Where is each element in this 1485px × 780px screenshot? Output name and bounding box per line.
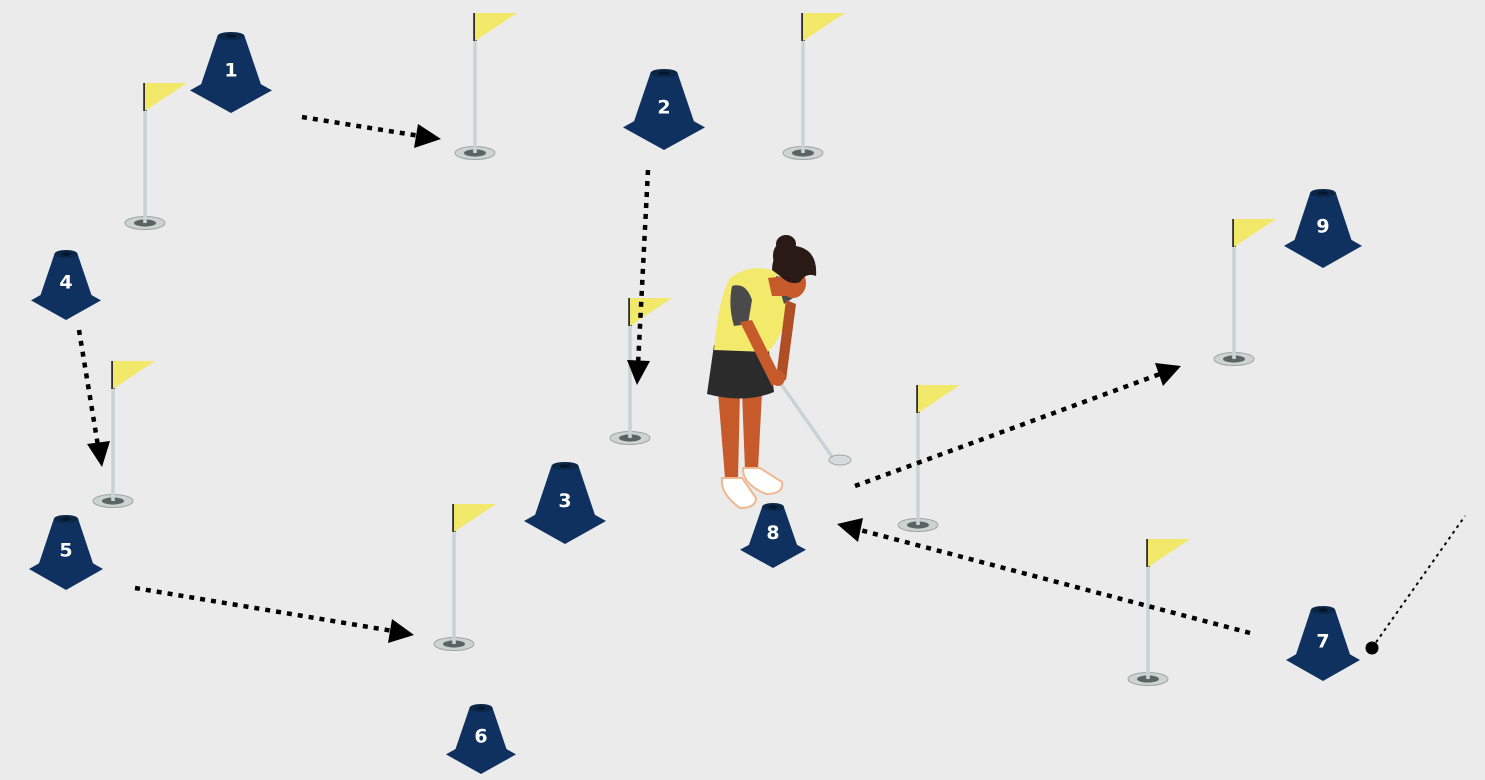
cone-6: 6 <box>446 704 516 774</box>
start-point-dot <box>1366 642 1379 655</box>
arrow-4-to-5 <box>79 330 98 446</box>
flag-a-group <box>125 83 187 230</box>
cone-8: 8 <box>740 503 806 568</box>
cone-7: 7 <box>1286 606 1360 681</box>
flag-f-group <box>93 361 155 508</box>
cone-3: 3 <box>524 462 606 544</box>
arrowhead-7-to-8 <box>837 518 863 542</box>
cone-number-label: 3 <box>558 490 571 512</box>
cone-number-label: 5 <box>59 539 72 561</box>
golfer-putting-icon <box>707 235 851 508</box>
flag-b-group <box>455 13 517 160</box>
flag-d-group <box>1214 219 1276 366</box>
cone-number-label: 9 <box>1316 215 1329 237</box>
flag-c-group <box>783 13 845 160</box>
cone-number-label: 8 <box>766 522 779 544</box>
cone-9: 9 <box>1284 189 1362 268</box>
arrowhead-4-to-5 <box>87 441 110 467</box>
cone-number-label: 7 <box>1316 630 1329 652</box>
arrow-8-to-9 <box>855 374 1160 486</box>
arrowheads <box>87 124 1181 643</box>
cone-number-label: 4 <box>59 272 72 294</box>
cone-number-label: 2 <box>657 97 670 119</box>
arrow-7-to-8 <box>860 530 1250 633</box>
cone-2: 2 <box>623 69 705 150</box>
arrow-2-to-3 <box>638 170 648 365</box>
cone-1: 1 <box>190 32 272 113</box>
cone-number-label: 6 <box>474 726 487 748</box>
cone-4: 4 <box>31 250 101 320</box>
arrows <box>79 117 1250 633</box>
arrow-1-to-2 <box>302 117 420 136</box>
cones: 1 2 3 4 5 6 7 8 9 <box>29 32 1362 774</box>
cone-5: 5 <box>29 515 103 590</box>
trailing-dotted-line <box>1372 516 1465 648</box>
arrowhead-5-to-6 <box>388 619 414 643</box>
flag-h-group <box>434 504 496 651</box>
arrow-5-to-6 <box>135 588 393 631</box>
flag-i-group <box>1128 539 1190 686</box>
arrowhead-1-to-2 <box>414 124 441 148</box>
cone-number-label: 1 <box>224 60 237 82</box>
